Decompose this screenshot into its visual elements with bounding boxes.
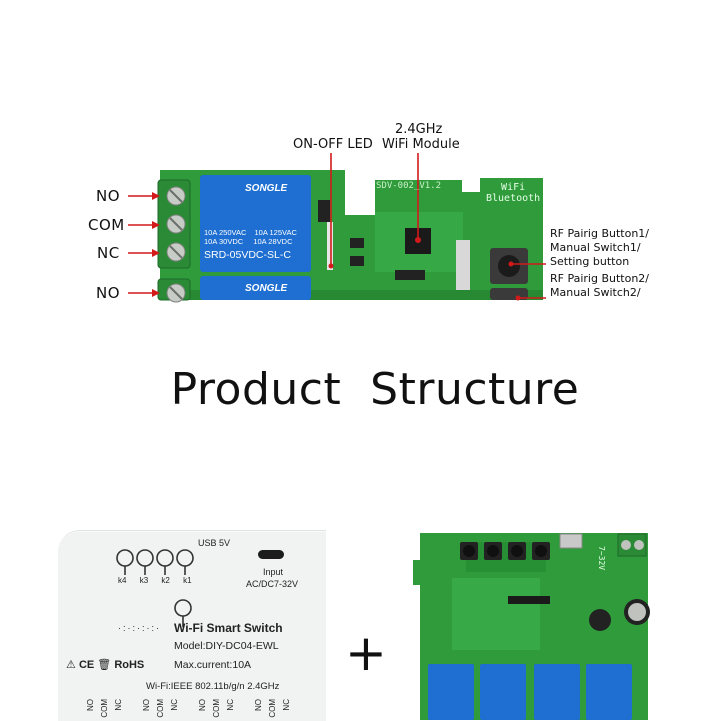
- channel-k2: k2: [161, 576, 170, 585]
- usb-label: USB 5V: [198, 538, 231, 548]
- weee-bin-icon: 🗑: [97, 659, 112, 671]
- relay-brand-1: SONGLE: [245, 183, 288, 194]
- cert-icons: ⚠ CE 🗑 RoHS: [66, 658, 144, 671]
- pcb-wifi-line1: WiFi: [501, 182, 526, 193]
- label-com: COM: [88, 216, 125, 234]
- callout-onoff-led: ON-OFF LED: [293, 137, 373, 152]
- terminal-label: NC: [226, 699, 235, 711]
- rf2-line1: RF Pairig Button2/: [550, 272, 650, 285]
- max-current: Max.current:10A: [174, 659, 252, 671]
- relay-ratings: 10A 250VAC 10A 125VAC 10A 30VDC 10A 28VD…: [204, 228, 297, 246]
- relay-model: SRD-05VDC-SL-C: [204, 249, 291, 261]
- relay-board-image: [413, 533, 650, 720]
- pcb-wifi-line2: Bluetooth: [486, 193, 541, 204]
- pcb-wifi-label: WiFi Bluetooth: [486, 182, 540, 204]
- channel-k1: k1: [183, 576, 192, 585]
- terminal-labels: NO COM NC NO COM NC NO COM NC NO COM NC: [86, 699, 326, 721]
- rf2-line2: Manual Switch2/: [550, 286, 641, 299]
- terminal-label: NC: [170, 699, 179, 711]
- relay-rating-a2: 10A 30VDC: [204, 237, 244, 246]
- relay-rating-b2: 10A 28VDC: [253, 237, 293, 246]
- callout-rf-button1: RF Pairig Button1/ Manual Switch1/ Setti…: [550, 227, 649, 269]
- top-diagram: NO COM NC NO ON-OFF LED 2.4GHz WiFi Modu…: [0, 0, 720, 320]
- terminal-label: NC: [114, 699, 123, 711]
- dots-pattern: ·:·:·:·:·: [118, 623, 161, 633]
- terminal-label: NO: [142, 699, 151, 711]
- terminal-label: NO: [86, 699, 95, 711]
- rf1-line3: Setting button: [550, 255, 630, 268]
- usb-port[interactable]: [258, 550, 284, 559]
- terminal-label: NO: [254, 699, 263, 711]
- callout-rf-button2: RF Pairig Button2/ Manual Switch2/: [550, 272, 649, 300]
- plus-sign: +: [345, 624, 387, 682]
- terminal-label: COM: [268, 699, 277, 718]
- channel-k3: k3: [139, 576, 149, 585]
- smart-switch-device: k4 k3 k2 k1 USB 5V Input AC/DC7-32V ·:·:…: [58, 530, 326, 721]
- pcb-board-id: SDV-002_V1.2: [376, 181, 442, 191]
- section-title: Product Structure: [170, 364, 580, 415]
- terminal-label: COM: [156, 699, 165, 718]
- label-no-1: NO: [96, 187, 121, 205]
- device-name: Wi-Fi Smart Switch: [174, 621, 283, 635]
- channel-leds-icon: [116, 549, 194, 627]
- input-voltage: AC/DC7-32V: [246, 579, 299, 589]
- terminal-label: COM: [100, 699, 109, 718]
- rf1-line2: Manual Switch1/: [550, 241, 641, 254]
- channel-labels: k4 k3 k2 k1: [118, 576, 192, 585]
- rohs-label: RoHS: [114, 659, 145, 671]
- input-label: Input: [263, 567, 284, 577]
- board-voltage-label: 7~32V: [597, 546, 606, 571]
- relay-rating-b1: 10A 125VAC: [254, 228, 297, 237]
- wifi-spec: Wi-Fi:IEEE 802.11b/g/n 2.4GHz: [146, 681, 280, 692]
- terminal-label: NC: [282, 699, 291, 711]
- label-nc: NC: [97, 244, 120, 262]
- pcb-top-view: [128, 153, 546, 303]
- channel-k4: k4: [118, 576, 127, 585]
- terminal-label: COM: [212, 699, 221, 718]
- terminal-label: NO: [198, 699, 207, 711]
- callout-wifi-module: WiFi Module: [382, 137, 460, 152]
- relay-rating-a1: 10A 250VAC: [204, 228, 247, 237]
- label-no-2: NO: [96, 284, 121, 302]
- relay-brand-2: SONGLE: [245, 283, 288, 294]
- warning-icon: ⚠: [66, 659, 76, 671]
- device-model: Model:DIY-DC04-EWL: [174, 640, 279, 652]
- ce-icon: CE: [78, 659, 95, 671]
- rf1-line1: RF Pairig Button1/: [550, 227, 650, 240]
- callout-wifi-freq: 2.4GHz: [395, 122, 443, 137]
